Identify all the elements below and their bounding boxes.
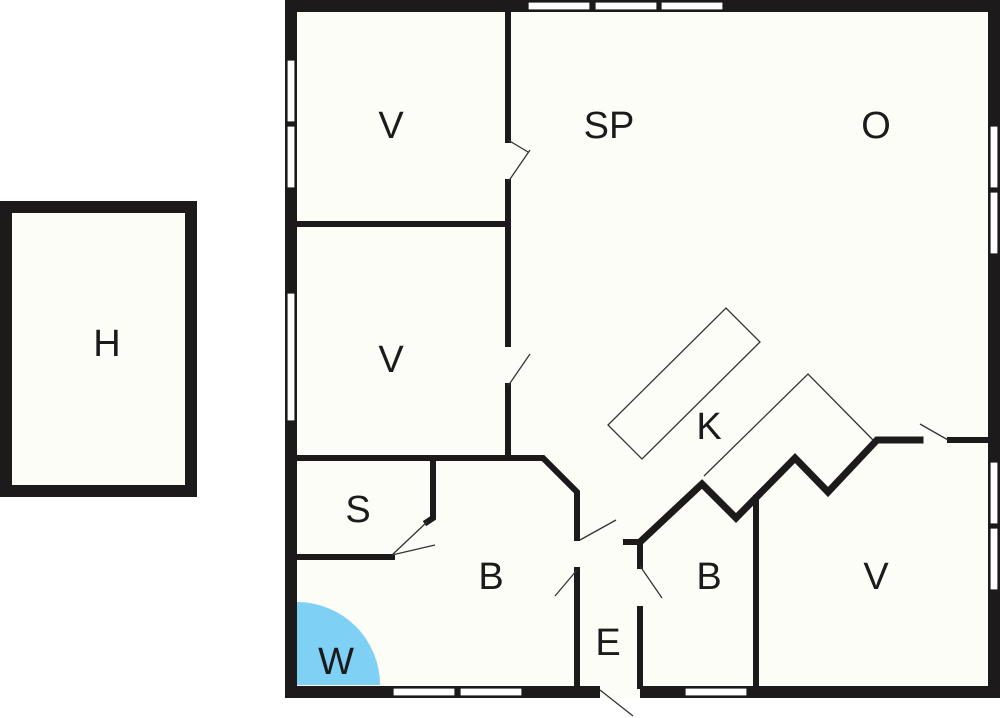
room-label-wardrobe: W	[318, 641, 354, 683]
room-label-bedroom: V	[863, 556, 889, 598]
room-label-kitchen: K	[696, 406, 721, 448]
window	[594, 1, 658, 11]
interior-walls	[294, 9, 991, 689]
room-label-bedroom: V	[378, 105, 404, 147]
entrance-door	[600, 686, 640, 698]
window	[989, 461, 999, 525]
room-label-entrance: E	[595, 622, 620, 664]
window	[286, 125, 296, 189]
room-label-storage: S	[345, 489, 370, 531]
window	[527, 1, 591, 11]
window	[989, 125, 999, 189]
window	[660, 1, 724, 11]
room-label-living: O	[861, 105, 891, 147]
room-label-outbuilding: H	[93, 323, 120, 365]
window	[286, 59, 296, 123]
wardrobe-area	[297, 602, 380, 685]
kitchen-counter	[607, 307, 874, 477]
window	[459, 687, 523, 697]
window	[989, 527, 999, 591]
room-label-bathroom: B	[478, 556, 503, 598]
room-label-bathroom: B	[696, 556, 721, 598]
room-label-bedroom: V	[378, 339, 404, 381]
outbuilding	[0, 201, 197, 497]
main-house	[285, 0, 1000, 717]
window	[989, 191, 999, 255]
window	[286, 292, 296, 422]
window	[684, 687, 748, 697]
room-label-dining: SP	[584, 105, 635, 147]
window	[392, 687, 456, 697]
